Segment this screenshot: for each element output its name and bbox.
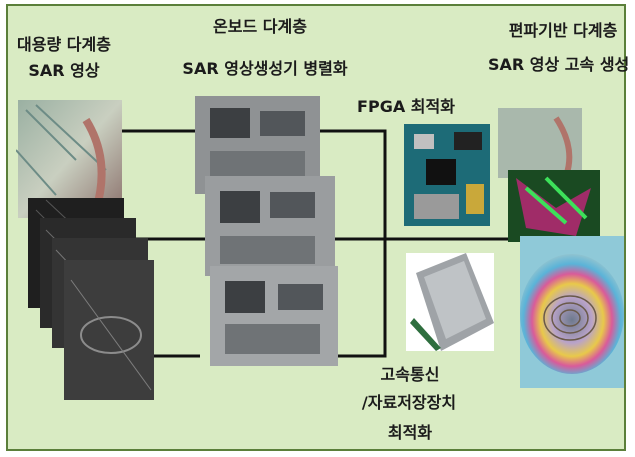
ssd-module-icon <box>406 253 494 351</box>
label-onboard-line2: SAR 영상생성기 병렬화 <box>182 59 348 78</box>
label-sar-large-line2: SAR 영상 <box>28 61 100 80</box>
polarimetric-image-stack-icon <box>496 108 624 393</box>
label-sar-large-line1: 대용량 다계층 <box>17 35 111 54</box>
sar-image-stack-icon <box>16 100 156 405</box>
fpga-board-icon <box>404 124 490 226</box>
label-fpga: FPGA 최적화 <box>357 97 455 116</box>
label-storage-line2: /자료저장장치 <box>361 393 457 412</box>
label-storage-line3: 최적화 <box>387 423 433 442</box>
circuit-board-stack-icon <box>190 96 340 370</box>
label-onboard-line1: 온보드 다계층 <box>213 17 307 36</box>
label-storage-line1: 고속통신 <box>380 365 440 384</box>
label-polar-line1: 편파기반 다계층 <box>508 21 618 40</box>
label-polar-line2: SAR 영상 고속 생성 <box>488 55 630 74</box>
